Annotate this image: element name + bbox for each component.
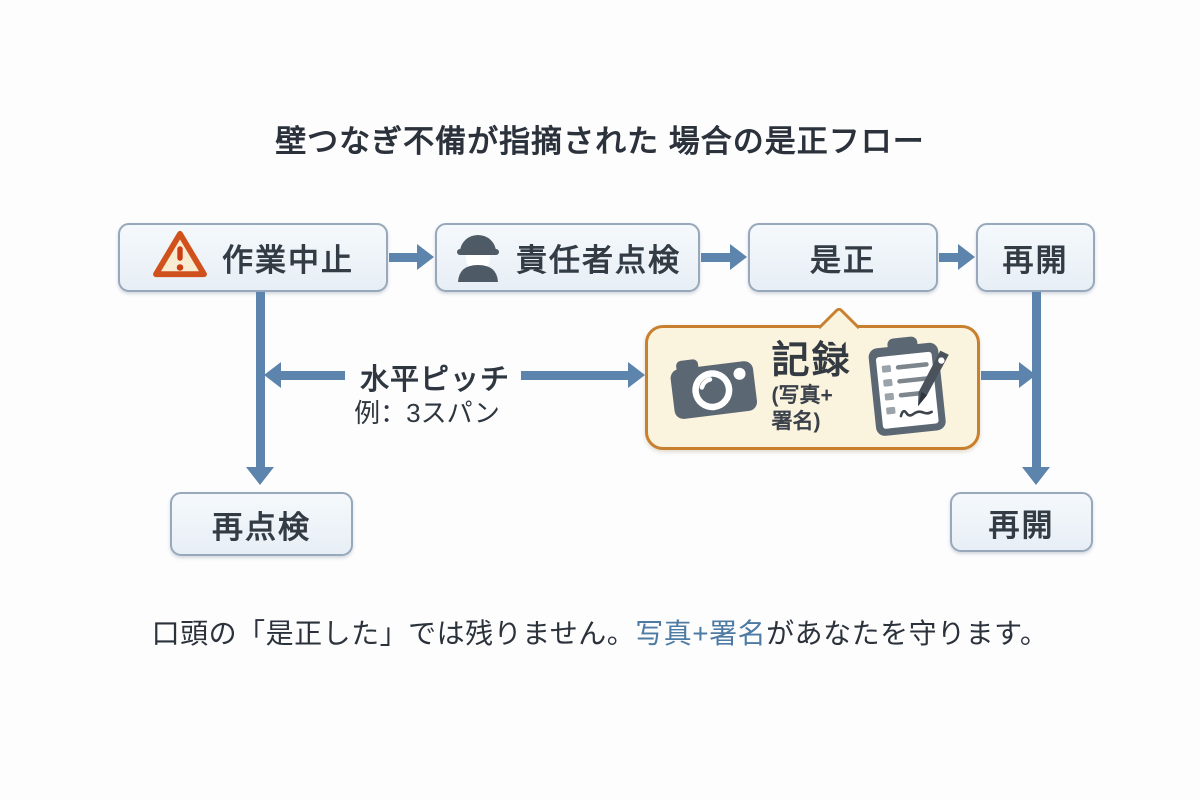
- record-subtitle-line1: (写真+: [771, 384, 833, 408]
- flow-step-resume: 再開: [976, 223, 1095, 292]
- camera-icon: [665, 347, 763, 428]
- warning-icon: [152, 229, 208, 287]
- worker-icon: [454, 226, 502, 290]
- arrow-record-to-resume-line: [981, 362, 1036, 388]
- footer-note: 口頭の「是正した」では残りません。写真+署名があなたを守ります。: [0, 612, 1200, 652]
- flow-step-work-stop: 作業中止: [118, 223, 388, 292]
- flow-step-correction: 是正: [748, 223, 938, 292]
- flow-step-label: 作業中止: [222, 243, 354, 278]
- record-subtitle-line2: 署名): [771, 410, 821, 434]
- page-title: 壁つなぎ不備が指摘された 場合の是正フロー: [275, 124, 925, 159]
- clipboard-icon: [858, 328, 961, 446]
- arrow-correction-to-resume: [939, 244, 975, 270]
- arrow-check-to-correction: [701, 244, 747, 270]
- flow-step-label: 責任者点検: [516, 243, 681, 278]
- flow-step-label: 是正: [810, 243, 876, 278]
- record-callout: 記録 (写真+ 署名): [645, 305, 980, 450]
- arrow-resume-to-resume: [1022, 292, 1050, 485]
- arrow-horizontal-pitch: [264, 362, 645, 388]
- note-suffix: があなたを守ります。: [766, 618, 1049, 649]
- pitch-label: 水平ピッチ: [359, 364, 510, 396]
- flow-step-resume-bottom: 再開: [950, 492, 1093, 552]
- arrow-stop-to-check: [389, 244, 434, 270]
- flow-step-label: 再開: [988, 507, 1055, 543]
- note-highlight: 写真+署名: [635, 618, 767, 649]
- flow-step-label: 再開: [1002, 243, 1069, 278]
- flow-step-recheck: 再点検: [170, 492, 353, 556]
- pitch-example: 例：3スパン: [354, 398, 500, 428]
- note-prefix: 口頭の「是正した」では残りません。: [151, 618, 636, 649]
- arrow-stop-to-recheck: [246, 292, 274, 485]
- flow-step-label: 再点検: [212, 509, 311, 545]
- record-title: 記録: [771, 339, 852, 382]
- flow-step-supervisor-check: 責任者点検: [435, 223, 700, 292]
